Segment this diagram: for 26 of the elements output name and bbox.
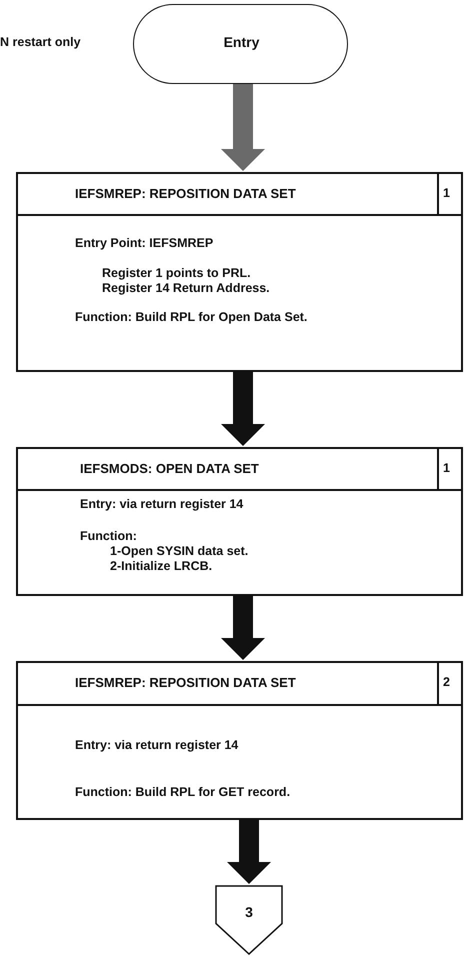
terminal-shape xyxy=(133,4,348,84)
step-number: 1 xyxy=(443,461,450,476)
process-box xyxy=(16,447,463,596)
box-text: Entry: via return register 14 xyxy=(75,738,238,753)
box-text: 1-Open SYSIN data set. 2-Initialize LRCB. xyxy=(110,544,250,574)
process-box xyxy=(16,172,463,372)
flow-arrow xyxy=(221,596,265,660)
box-text: Function: Build RPL for GET record. xyxy=(75,785,290,800)
box-text: Function: xyxy=(80,529,137,544)
process-box xyxy=(16,661,463,820)
flow-arrow xyxy=(227,820,271,884)
box-heading: IEFSMREP: REPOSITION DATA SET xyxy=(75,186,296,201)
box-heading: IEFSMODS: OPEN DATA SET xyxy=(80,461,259,476)
note-text: N restart only xyxy=(0,35,81,50)
node-label: 3 xyxy=(244,905,254,920)
box-heading: IEFSMREP: REPOSITION DATA SET xyxy=(75,675,296,690)
flow-arrow xyxy=(221,372,265,446)
node-label: Entry xyxy=(222,35,260,50)
box-text: Function: Build RPL for Open Data Set. xyxy=(75,310,308,325)
step-number: 2 xyxy=(443,675,450,690)
off-page-connector xyxy=(215,885,283,955)
box-text: Register 1 points to PRL. Register 14 Return Address. xyxy=(102,266,271,296)
box-text: Entry Point: IEFSMREP xyxy=(75,236,214,251)
step-number: 1 xyxy=(443,186,450,201)
box-text: Entry: via return register 14 xyxy=(80,497,244,512)
flow-arrow xyxy=(221,84,265,171)
